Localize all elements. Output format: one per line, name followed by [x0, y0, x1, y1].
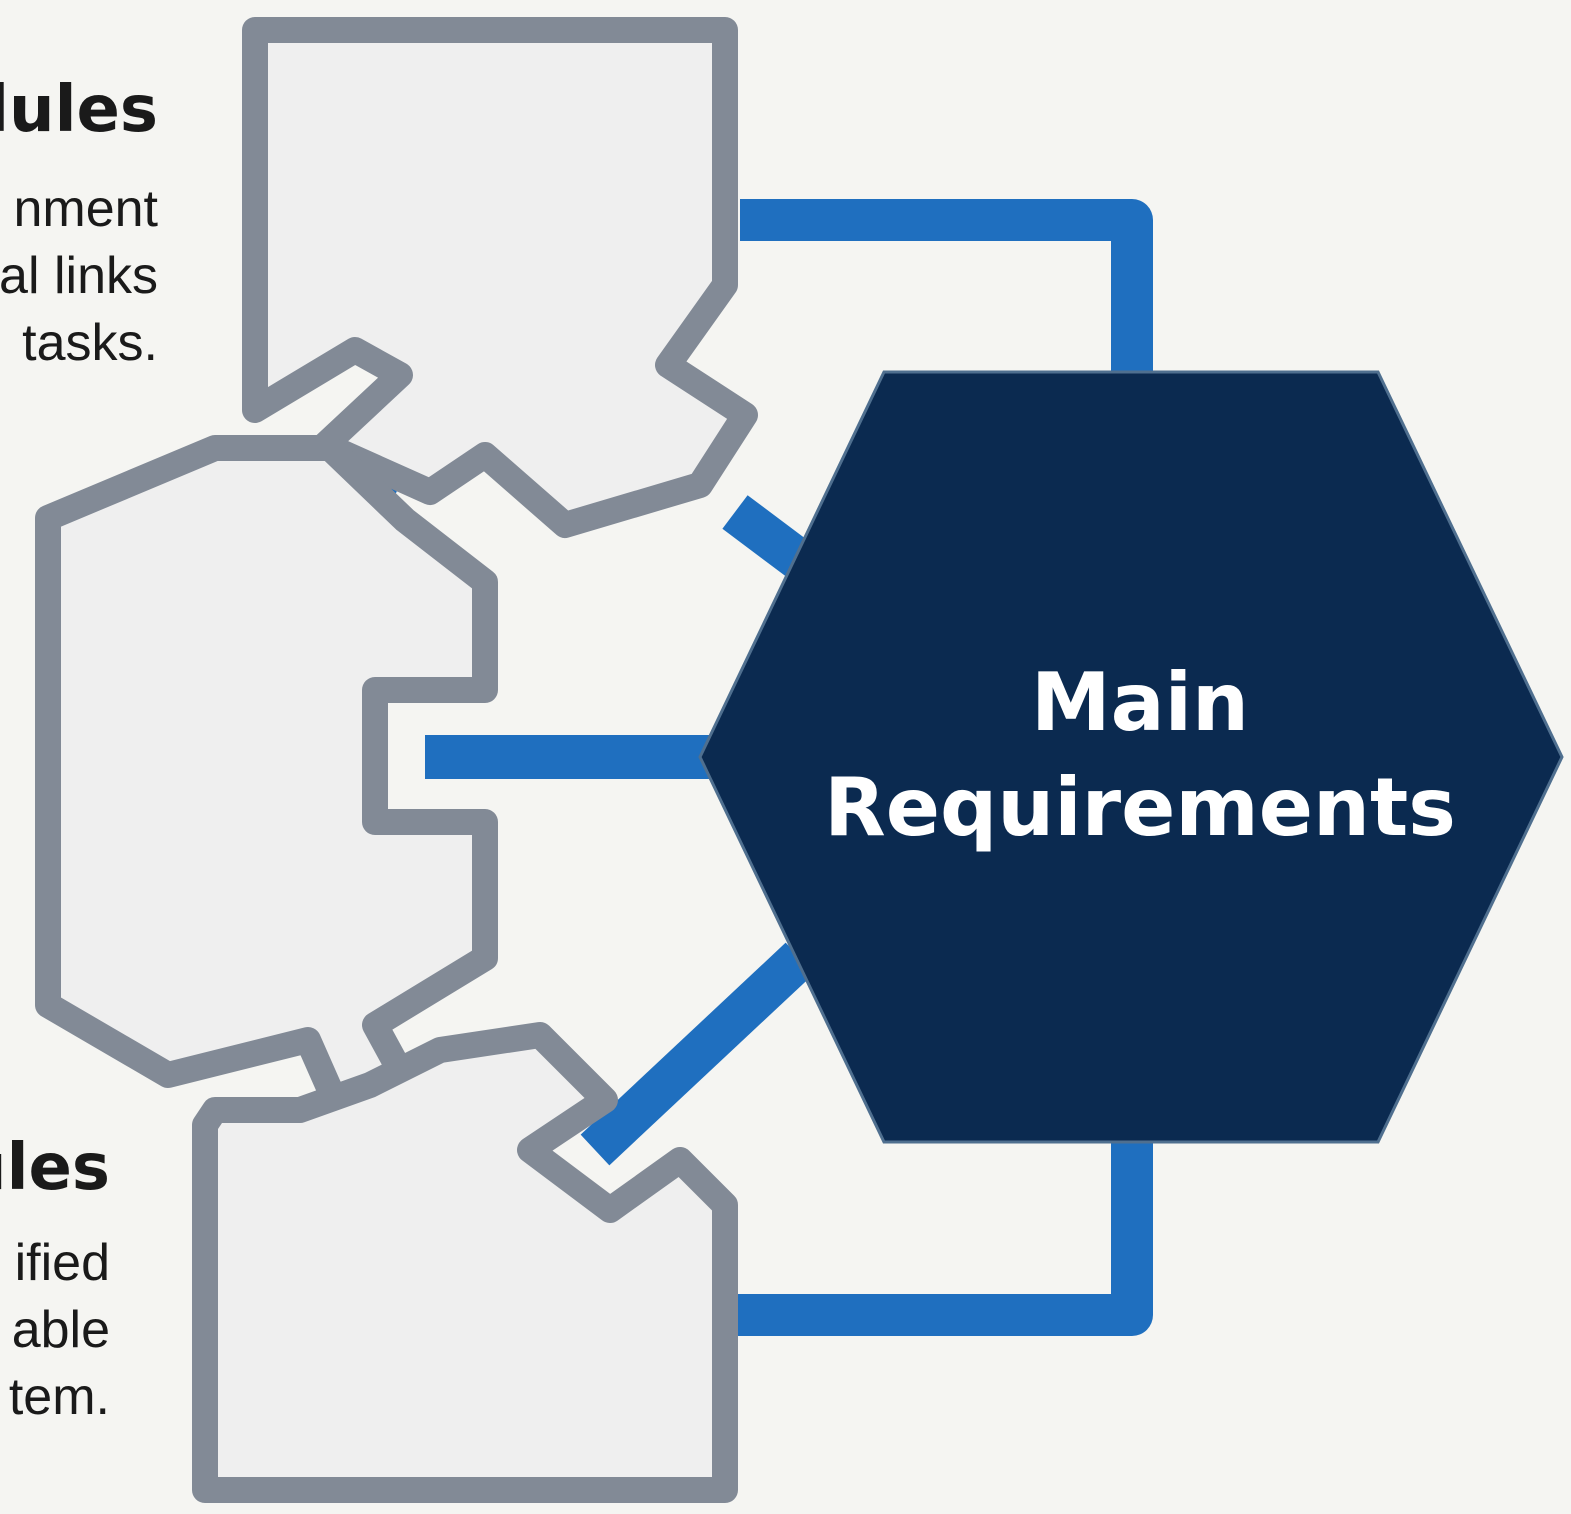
main-requirements-line-2: Requirements: [824, 761, 1456, 854]
bottom-description: ules ified able tem.: [0, 1136, 110, 1431]
main-requirements-hexagon: [698, 370, 1564, 1144]
bottom-heading: ules: [0, 1131, 110, 1205]
bottom-line-3: tem.: [8, 1368, 110, 1426]
top-line-2: al links: [0, 247, 158, 305]
top-line-3: tasks.: [22, 314, 158, 372]
connector-top-elbow: [740, 199, 1153, 372]
main-requirements-line-1: Main: [1031, 656, 1249, 749]
connector-bottom-diagonal: [580, 942, 815, 1166]
puzzle-piece-middle: [35, 435, 498, 1121]
connector-bottom-elbow: [730, 1128, 1153, 1336]
puzzle-piece-top: [242, 17, 758, 538]
bottom-line-1: ified: [14, 1234, 110, 1292]
top-line-1: nment: [13, 180, 158, 238]
puzzle-pieces: [35, 17, 758, 1503]
puzzle-piece-bottom: [192, 1022, 738, 1503]
top-heading: dules: [0, 73, 158, 147]
main-requirements-label: Main Requirements: [780, 650, 1500, 860]
bottom-line-2: able: [11, 1301, 110, 1359]
top-description: dules nment al links tasks.: [0, 78, 158, 377]
